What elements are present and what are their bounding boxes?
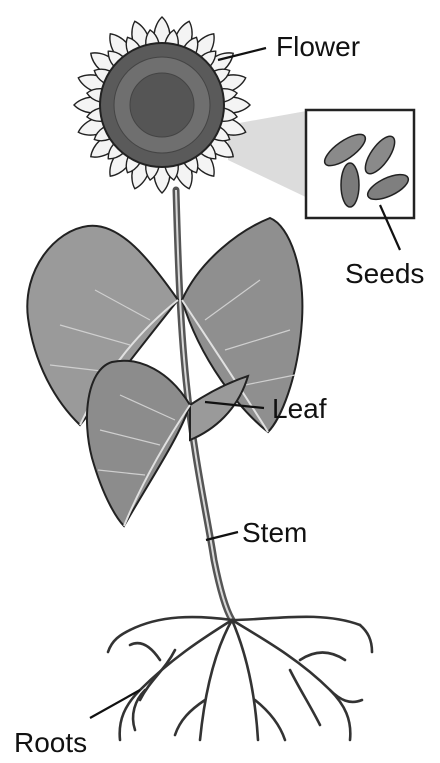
zoom-wedge: [228, 110, 312, 200]
flower-label: Flower: [276, 31, 360, 62]
roots-label: Roots: [14, 727, 87, 758]
leaf-label: Leaf: [272, 393, 327, 424]
seed: [341, 163, 359, 207]
seed-inset: [306, 110, 414, 218]
middle-leaf: [87, 361, 248, 526]
seeds-label: Seeds: [345, 258, 424, 289]
roots: [108, 617, 372, 740]
stem-label: Stem: [242, 517, 307, 548]
